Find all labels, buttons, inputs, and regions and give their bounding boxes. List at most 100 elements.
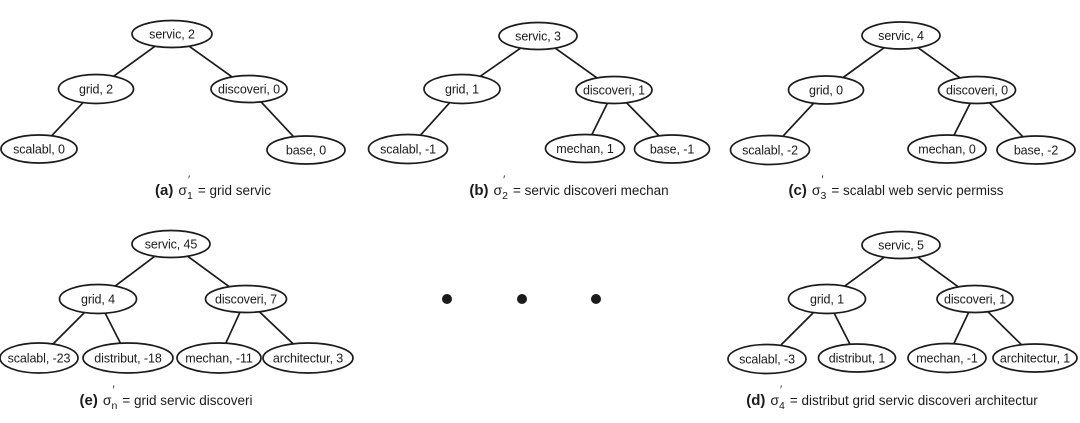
tree-node-scalabl <box>0 134 78 164</box>
tree-node-label-discoveri: discoveri, 1 <box>583 83 645 97</box>
tree-node-scalabl <box>727 343 807 375</box>
tree-edge-servic-grid <box>842 47 885 79</box>
caption-d-tag: (d) <box>746 392 766 409</box>
tree-node-label-discoveri: discoveri, 0 <box>218 82 280 96</box>
caption-b-text: = servic discoveri mechan <box>512 183 669 198</box>
caption-b-sigma: σ <box>493 182 503 198</box>
tree-edge-discoveri-mechan <box>591 102 609 136</box>
tree-node-label-scalabl: scalabl, -2 <box>742 143 798 157</box>
tree-node-servic <box>861 230 941 260</box>
tree-node-label-grid: grid, 2 <box>79 82 113 96</box>
caption-d-text: = distribut grid servic discoveri archit… <box>789 393 1038 408</box>
tree-node-grid <box>787 75 865 105</box>
tree-node-base <box>633 134 711 164</box>
tree-node-mechan <box>907 134 987 164</box>
tree-node-distribut <box>82 342 174 374</box>
tree-node-label-servic: servic, 2 <box>149 27 195 41</box>
tree-node-scalabl <box>367 133 449 165</box>
tree-node-grid <box>423 73 501 105</box>
tree-edge-servic-grid <box>113 45 156 77</box>
tree-node-label-servic: servic, 45 <box>145 237 198 251</box>
tree-edge-servic-discoveri <box>188 45 233 78</box>
tree-node-label-grid: grid, 4 <box>81 292 115 306</box>
caption-e-tag: (e) <box>79 392 98 409</box>
caption-a-subscript: ′1 <box>186 174 193 202</box>
caption-d: (d)σ′4= distribut grid servic discoveri … <box>746 384 1038 412</box>
tree-node-discoveri <box>937 75 1017 105</box>
tree-a: servic, 2 grid, 2 discoveri, 0 scalabl, 0 ba… <box>0 19 346 165</box>
tree-node-mechan <box>176 342 262 374</box>
tree-node-label-scalabl: scalabl, -23 <box>8 351 71 365</box>
caption-c: (c)σ′3= scalabl web servic permiss <box>788 174 1004 202</box>
caption-c-text: = scalabl web servic permiss <box>831 183 1004 198</box>
ellipsis-dot-2 <box>517 294 527 304</box>
tree-node-label-distribut: distribut, -18 <box>94 351 162 365</box>
tree-edge-discoveri-mechan <box>225 311 241 344</box>
tree-e: servic, 45 grid, 4 discoveri, 7 scalabl, -2… <box>0 229 354 374</box>
tree-node-servic <box>131 229 211 259</box>
tree-node-servic <box>131 19 213 49</box>
ellipsis-dot-1 <box>442 294 452 304</box>
tree-edge-grid-scalabl <box>419 102 451 136</box>
caption-a-sigma: σ <box>178 182 187 198</box>
caption-e-sigma: σ <box>102 392 112 408</box>
tree-node-label-distribut: distribut, 1 <box>829 351 886 365</box>
ellipsis-dot-3 <box>591 294 601 304</box>
tree-node-scalabl <box>729 134 811 166</box>
tree-node-architectur <box>262 342 354 374</box>
tree-node-distribut <box>817 343 897 373</box>
tree-edge-grid-scalabl <box>782 102 815 137</box>
tree-edge-discoveri-architectur <box>987 311 1023 346</box>
tree-edge-discoveri-architectur <box>258 311 294 345</box>
tree-node-label-discoveri: discoveri, 1 <box>944 292 1006 306</box>
tree-node-label-grid: grid, 0 <box>809 83 843 97</box>
tree-edge-discoveri-base <box>988 102 1024 138</box>
tree-node-label-mechan: mechan, 1 <box>556 142 614 156</box>
tree-edge-grid-scalabl <box>50 102 84 137</box>
caption-d-subscript: ′4 <box>778 384 785 412</box>
tree-node-servic <box>498 21 578 51</box>
tree-node-mechan <box>544 133 626 164</box>
tree-node-label-grid: grid, 1 <box>445 82 479 96</box>
tree-node-label-servic: servic, 5 <box>878 238 924 252</box>
tree-node-label-architectur: architectur, 3 <box>273 351 343 365</box>
tree-node-label-servic: servic, 4 <box>878 29 924 43</box>
tree-node-label-mechan: mechan, -1 <box>916 351 978 365</box>
caption-c-sigma: σ <box>811 182 821 198</box>
caption-a-text: = grid servic <box>197 183 271 198</box>
tree-node-mechan <box>907 342 987 374</box>
tree-edge-servic-grid <box>479 47 522 77</box>
tree-node-grid <box>787 283 867 315</box>
tree-node-servic <box>861 21 941 50</box>
tree-edge-servic-discoveri <box>917 47 961 79</box>
tree-edge-servic-discoveri <box>187 255 230 288</box>
caption-b: (b)σ′2= servic discoveri mechan <box>469 174 669 202</box>
tree-node-discoveri <box>936 284 1014 314</box>
tree-edge-discoveri-mechan <box>953 102 971 136</box>
caption-c-subscript: ′3 <box>820 174 827 202</box>
tree-node-label-scalabl: scalabl, 0 <box>13 142 65 156</box>
caption-e: (e)σ′n= grid servic discoveri <box>79 384 253 412</box>
tree-node-label-base: base, -1 <box>650 142 695 156</box>
tree-node-base <box>996 135 1076 165</box>
tree-node-label-architectur: architectur, 1 <box>1000 351 1070 365</box>
tree-node-label-discoveri: discoveri, 0 <box>946 83 1008 97</box>
tree-node-label-discoveri: discoveri, 7 <box>215 292 277 306</box>
tree-edge-grid-scalabl <box>52 311 86 345</box>
tree-node-label-base: base, 0 <box>286 143 326 157</box>
tree-node-scalabl <box>0 342 79 374</box>
caption-a: (a)σ′1= grid servic <box>155 174 271 202</box>
tree-node-grid <box>58 283 138 315</box>
tree-node-architectur <box>992 343 1078 373</box>
tree-edge-servic-discoveri <box>554 47 598 79</box>
tree-edge-servic-grid <box>844 256 885 287</box>
tree-edge-servic-discoveri <box>917 256 959 288</box>
tree-node-discoveri <box>575 75 653 105</box>
tree-node-label-servic: servic, 3 <box>515 29 561 43</box>
tree-node-label-scalabl: scalabl, -3 <box>739 352 795 366</box>
